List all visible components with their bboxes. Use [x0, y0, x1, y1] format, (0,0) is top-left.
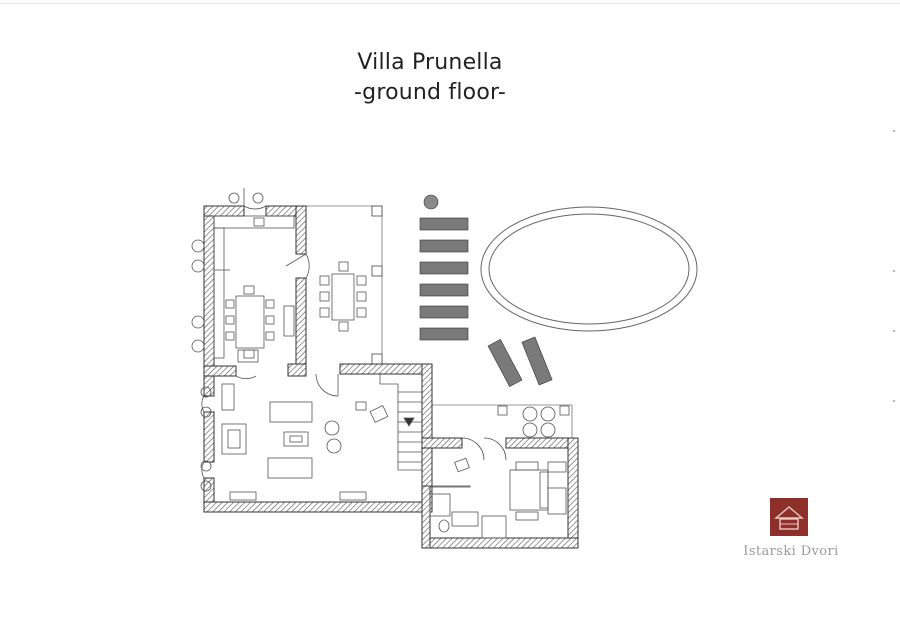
margin-mark	[893, 270, 895, 272]
logo-house-icon	[770, 498, 808, 536]
title-block: Villa Prunella -ground floor-	[300, 48, 560, 108]
living-room-furniture	[221, 383, 389, 501]
north-wing-walls	[203, 205, 307, 377]
kitchen-dining-furniture	[213, 215, 295, 363]
istarski-dvori-logo: Istarski Dvori	[726, 498, 856, 568]
logo-name: Istarski Dvori	[743, 544, 839, 559]
bedroom-bath-furniture	[429, 457, 567, 539]
margin-mark	[893, 400, 895, 402]
page-top-edge	[0, 3, 900, 4]
bedroom-annex-walls	[421, 437, 579, 549]
swimming-pool	[480, 206, 698, 332]
margin-mark	[893, 130, 895, 132]
margin-mark	[893, 330, 895, 332]
door-swings	[191, 188, 507, 492]
staircase	[379, 374, 422, 471]
villa-title: Villa Prunella	[357, 50, 503, 75]
bedroom-terrace-seating	[497, 405, 570, 438]
floor-subtitle: -ground floor-	[354, 80, 506, 105]
terrace-outline	[300, 205, 573, 438]
sun-loungers	[419, 194, 553, 387]
terrace-dining-furniture	[319, 261, 367, 332]
